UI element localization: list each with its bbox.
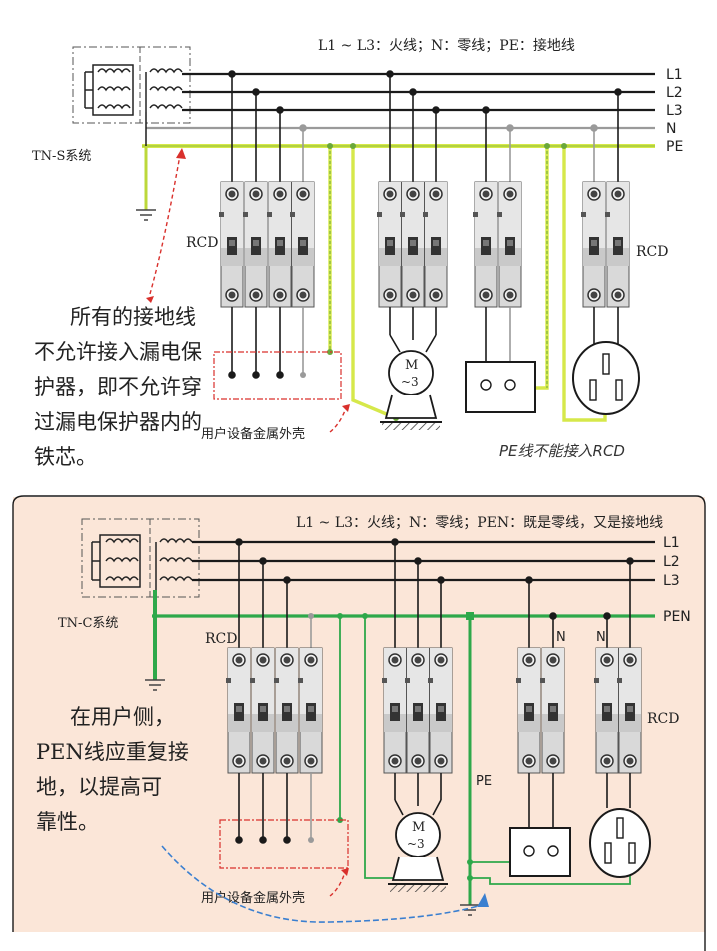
bottom-rcd-right (593, 647, 642, 774)
bottom-socket-two-pin (509, 827, 571, 877)
svg-text:PEN: PEN (663, 609, 691, 625)
bottom-enclosure-label: 用户设备金属外壳 (201, 890, 305, 906)
top-enclosure (213, 351, 342, 400)
top-pe-note: PE线不能接入RCD (499, 442, 625, 460)
bottom-bus-lines (192, 540, 655, 582)
top-transformer (72, 46, 191, 124)
bottom-rcd-right-label: RCD (647, 711, 679, 727)
top-legend: L1 ~ L3：火线；N：零线；PE：接地线 (318, 37, 575, 54)
top-socket-two-pin (465, 361, 536, 413)
top-outgoing (228, 307, 619, 379)
bottom-taps (235, 538, 634, 648)
bottom-outgoing (235, 773, 631, 844)
top-diagram: L1 ~ L3：火线；N：零线；PE：接地线 (32, 37, 683, 460)
svg-text:L1: L1 (666, 67, 683, 83)
svg-text:L3: L3 (663, 573, 680, 589)
top-rcd-left-label: RCD (186, 235, 218, 251)
top-socket-three-pin (572, 341, 640, 415)
bottom-pe-label: PE (476, 774, 492, 789)
top-socket-breaker (472, 181, 522, 308)
svg-text:M: M (405, 358, 418, 373)
top-taps (228, 70, 622, 182)
bottom-line-labels: L1 L2 L3 PEN (663, 535, 691, 625)
svg-text:M: M (412, 820, 425, 835)
bottom-socket-three-pin (589, 808, 651, 878)
bottom-rcd-left (225, 647, 323, 774)
bottom-motor: M ~3 (388, 812, 448, 892)
top-bus-lines (182, 72, 655, 112)
svg-text:~3: ~3 (401, 375, 419, 389)
top-rcd-right (580, 181, 630, 308)
top-ground-symbol (136, 209, 156, 221)
bottom-transformer (81, 518, 200, 598)
bottom-n-label-1: N (556, 630, 566, 645)
top-rcd-left (218, 181, 315, 308)
bottom-system-label: TN-C系统 (58, 616, 118, 631)
bottom-repeat-ground (460, 904, 480, 916)
top-system-label: TN-S系统 (32, 149, 91, 164)
top-enclosure-label: 用户设备金属外壳 (201, 426, 305, 442)
bottom-diagram: L1 ~ L3：火线；N：零线；PEN：既是零线，又是接地线 (12, 495, 706, 951)
svg-text:L3: L3 (666, 103, 683, 119)
svg-text:N: N (666, 121, 676, 137)
bottom-legend: L1 ~ L3：火线；N：零线；PEN：既是零线，又是接地线 (296, 514, 663, 531)
bottom-socket-breaker (515, 647, 565, 774)
svg-text:L2: L2 (666, 85, 683, 101)
bottom-note: 在用户侧， PEN线应重复接 地，以提高可 靠性。 (36, 705, 189, 834)
bottom-rcd-left-label: RCD (205, 631, 237, 647)
svg-text:PE: PE (666, 139, 683, 155)
bottom-motor-breaker (381, 647, 453, 774)
top-line-labels: L1 L2 L3 N PE (666, 67, 683, 155)
bottom-ground-symbol (145, 679, 165, 691)
bottom-enclosure (219, 819, 349, 869)
top-rcd-right-label: RCD (636, 244, 668, 260)
top-motor: M ~3 (380, 350, 442, 430)
svg-text:~3: ~3 (407, 837, 425, 851)
bottom-n-label-2: N (596, 630, 606, 645)
top-note: 所有的接地线 不允许接入漏电保 护器，即不允许穿 过漏电保护器内的 铁芯。 (34, 305, 202, 469)
top-motor-breaker (376, 181, 448, 308)
svg-text:L1: L1 (663, 535, 680, 551)
svg-text:L2: L2 (663, 554, 680, 570)
